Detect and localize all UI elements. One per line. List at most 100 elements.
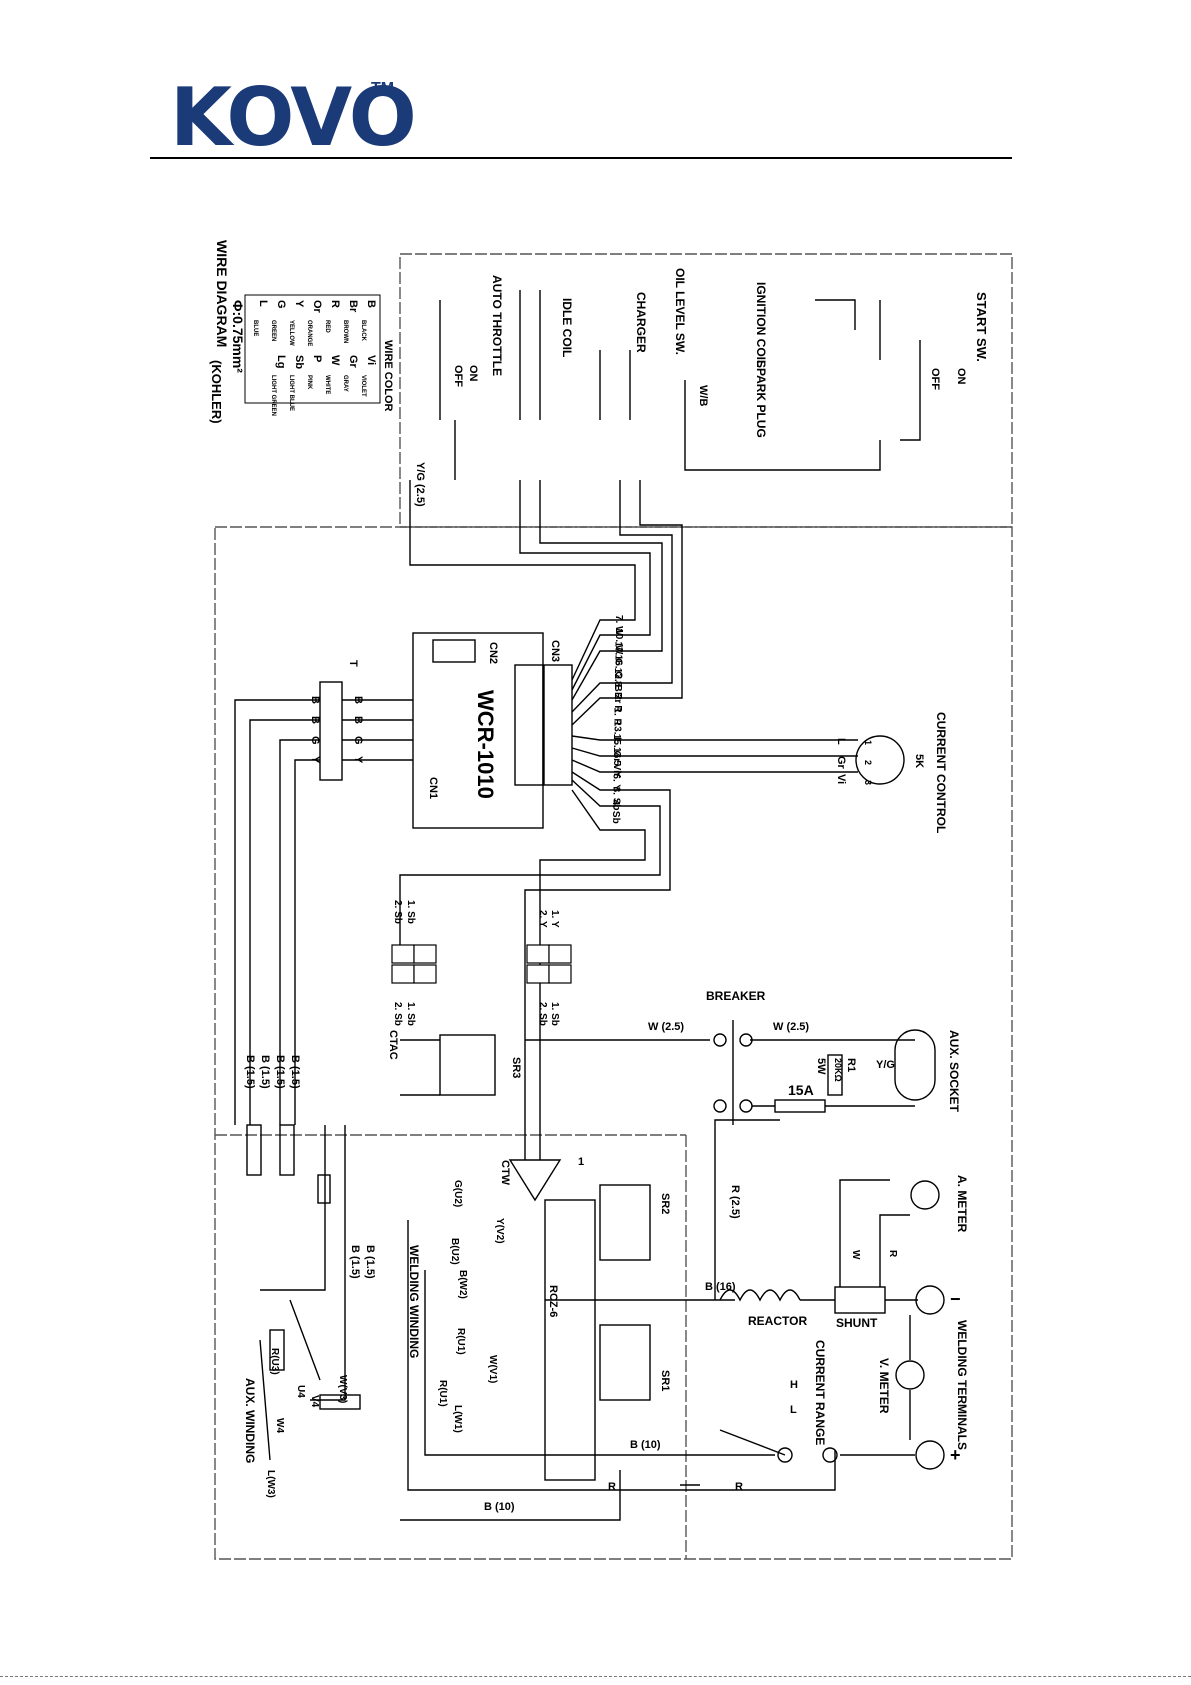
aux-tap-label: U4 bbox=[295, 1385, 306, 1398]
legend-code: P bbox=[311, 355, 323, 362]
connector-c1b bbox=[391, 964, 415, 984]
pin-label: 1. R bbox=[612, 707, 623, 726]
current-control-pin: 2 bbox=[863, 760, 873, 765]
current-range-l: L bbox=[790, 1404, 797, 1416]
shunt-label: SHUNT bbox=[836, 1316, 878, 1330]
sr1-label: SR1 bbox=[659, 1370, 671, 1391]
connector-c1a bbox=[391, 944, 415, 964]
terminal-block bbox=[319, 681, 343, 781]
rcz-board bbox=[544, 1199, 596, 1481]
b15-wire-label: B (1.5) bbox=[274, 1055, 286, 1089]
aux-socket-label: AUX. SOCKET bbox=[947, 1030, 961, 1113]
legend-code: Or bbox=[311, 300, 323, 314]
legend-code: R bbox=[329, 300, 341, 308]
current-control-wire: L bbox=[835, 738, 847, 745]
r1-value: 20KΩ bbox=[833, 1058, 843, 1082]
brand-logo: KOVO bbox=[170, 71, 417, 164]
legend-code: W bbox=[329, 355, 341, 366]
aux-b15-label: B (1.5) bbox=[349, 1245, 361, 1279]
header-rule bbox=[150, 157, 1012, 159]
pin-label: 10. W bbox=[613, 628, 624, 655]
legend-color: RED bbox=[324, 320, 330, 333]
terminal-left-label: B bbox=[309, 696, 321, 704]
winding-tap-label: R(U1) bbox=[455, 1328, 466, 1355]
pin-label: 2. R bbox=[612, 694, 623, 713]
reactor-label: REACTOR bbox=[748, 1314, 807, 1328]
legend-color: LIGHT GREEN bbox=[270, 375, 276, 416]
welding-winding-label: WELDING WINDING bbox=[407, 1245, 421, 1358]
idle-coil-label: IDLE COIL bbox=[560, 298, 574, 357]
sr3-bridge bbox=[439, 1034, 496, 1096]
r25-label: R (2.5) bbox=[729, 1185, 741, 1219]
aux-winding-coil bbox=[269, 1329, 285, 1371]
auto-throttle-label: AUTO THROTTLE bbox=[490, 275, 504, 376]
breaker-label: BREAKER bbox=[706, 989, 766, 1003]
fuse-label: 15A bbox=[788, 1082, 814, 1098]
oil-wb-label: W/B bbox=[697, 385, 709, 406]
connector-label: 1. Y bbox=[549, 910, 560, 928]
a-meter-label: A. METER bbox=[955, 1175, 969, 1233]
v-meter-label: V. METER bbox=[877, 1358, 891, 1414]
current-range-h: H bbox=[790, 1379, 798, 1391]
terminal-minus bbox=[915, 1285, 945, 1315]
footer-rule bbox=[0, 1676, 1191, 1677]
frame-maker: (KOHLER) bbox=[209, 360, 224, 424]
current-control-wire: Vi bbox=[835, 774, 847, 784]
pin-label: 7. W bbox=[613, 615, 624, 636]
b10b-label: B (10) bbox=[484, 1501, 515, 1513]
connector-label: 2. Y bbox=[537, 910, 548, 928]
aux-winding-label: AUX. WINDING bbox=[243, 1378, 257, 1463]
breaker-w-right: W (2.5) bbox=[773, 1021, 809, 1033]
b15-wire-label: B (1.5) bbox=[244, 1055, 256, 1089]
meter-w-label: W bbox=[850, 1250, 861, 1260]
terminal-right-label: B bbox=[352, 716, 364, 724]
connector-c2a bbox=[526, 944, 550, 964]
terminal-left-label: Y bbox=[309, 756, 321, 764]
legend-code: Lg bbox=[275, 355, 287, 368]
current-range-label: CURRENT RANGE bbox=[813, 1340, 827, 1445]
terminal-minus-label: − bbox=[950, 1289, 961, 1309]
legend-code: Y bbox=[293, 300, 305, 308]
winding-tap-label: R(U1) bbox=[437, 1380, 448, 1407]
legend-color: WHITE bbox=[324, 375, 330, 394]
pin-label: 16. G bbox=[612, 655, 623, 680]
winding-tap-label: B(U2) bbox=[449, 1238, 460, 1265]
start-sw-label: START SW. bbox=[974, 292, 989, 362]
pin-label: 15. Gr bbox=[611, 734, 622, 762]
legend-title: WIRE COLOR bbox=[382, 340, 394, 412]
connector-label: 2. Sb bbox=[392, 900, 403, 924]
b15-wire-label: B (1.5) bbox=[259, 1055, 271, 1089]
legend-code: L bbox=[257, 300, 269, 307]
pin-label: 6. Y bbox=[611, 773, 622, 791]
controller-name: WCR-1010 bbox=[473, 690, 498, 799]
welding-terminals-label: WELDING TERMINALS bbox=[955, 1320, 969, 1450]
current-control-wire: Gr bbox=[835, 756, 847, 770]
terminal-plus-label: + bbox=[950, 1445, 961, 1465]
pin-label: 3. Sb bbox=[610, 787, 621, 811]
a-meter bbox=[910, 1180, 940, 1210]
pin-label: 17. G bbox=[613, 641, 624, 666]
pin-label: 5. Y bbox=[611, 760, 622, 778]
aux-socket bbox=[894, 1029, 936, 1101]
legend-color: VIOLET bbox=[360, 375, 366, 397]
auto-throttle-on: ON bbox=[467, 365, 479, 382]
start-sw-on: ON bbox=[955, 368, 967, 385]
cn3-connector-a bbox=[514, 664, 544, 786]
legend-code: Vi bbox=[365, 355, 377, 365]
trademark-mark: TM bbox=[371, 80, 395, 97]
legend-color: BROWN bbox=[342, 320, 348, 343]
b16-label: B (16) bbox=[705, 1281, 736, 1293]
r1-wattage: 5W bbox=[815, 1058, 827, 1075]
meter-r-label: R bbox=[887, 1250, 898, 1258]
oil-level-sw-label: OIL LEVEL SW. bbox=[673, 268, 687, 355]
aux-tap-label: V4 bbox=[309, 1395, 320, 1408]
legend-code: Gr bbox=[347, 355, 359, 369]
winding-tap-label: Y(V2) bbox=[494, 1218, 505, 1244]
frame-spec: Φ:0.75mm² bbox=[230, 300, 246, 373]
legend-code: B bbox=[365, 300, 377, 308]
current-control-label: CURRENT CONTROL bbox=[934, 712, 948, 833]
legend-code: Sb bbox=[293, 355, 305, 369]
terminal-block-label: T bbox=[347, 660, 359, 667]
terminal-right-label: Y bbox=[352, 756, 364, 764]
legend-color: ORANGE bbox=[306, 320, 312, 346]
